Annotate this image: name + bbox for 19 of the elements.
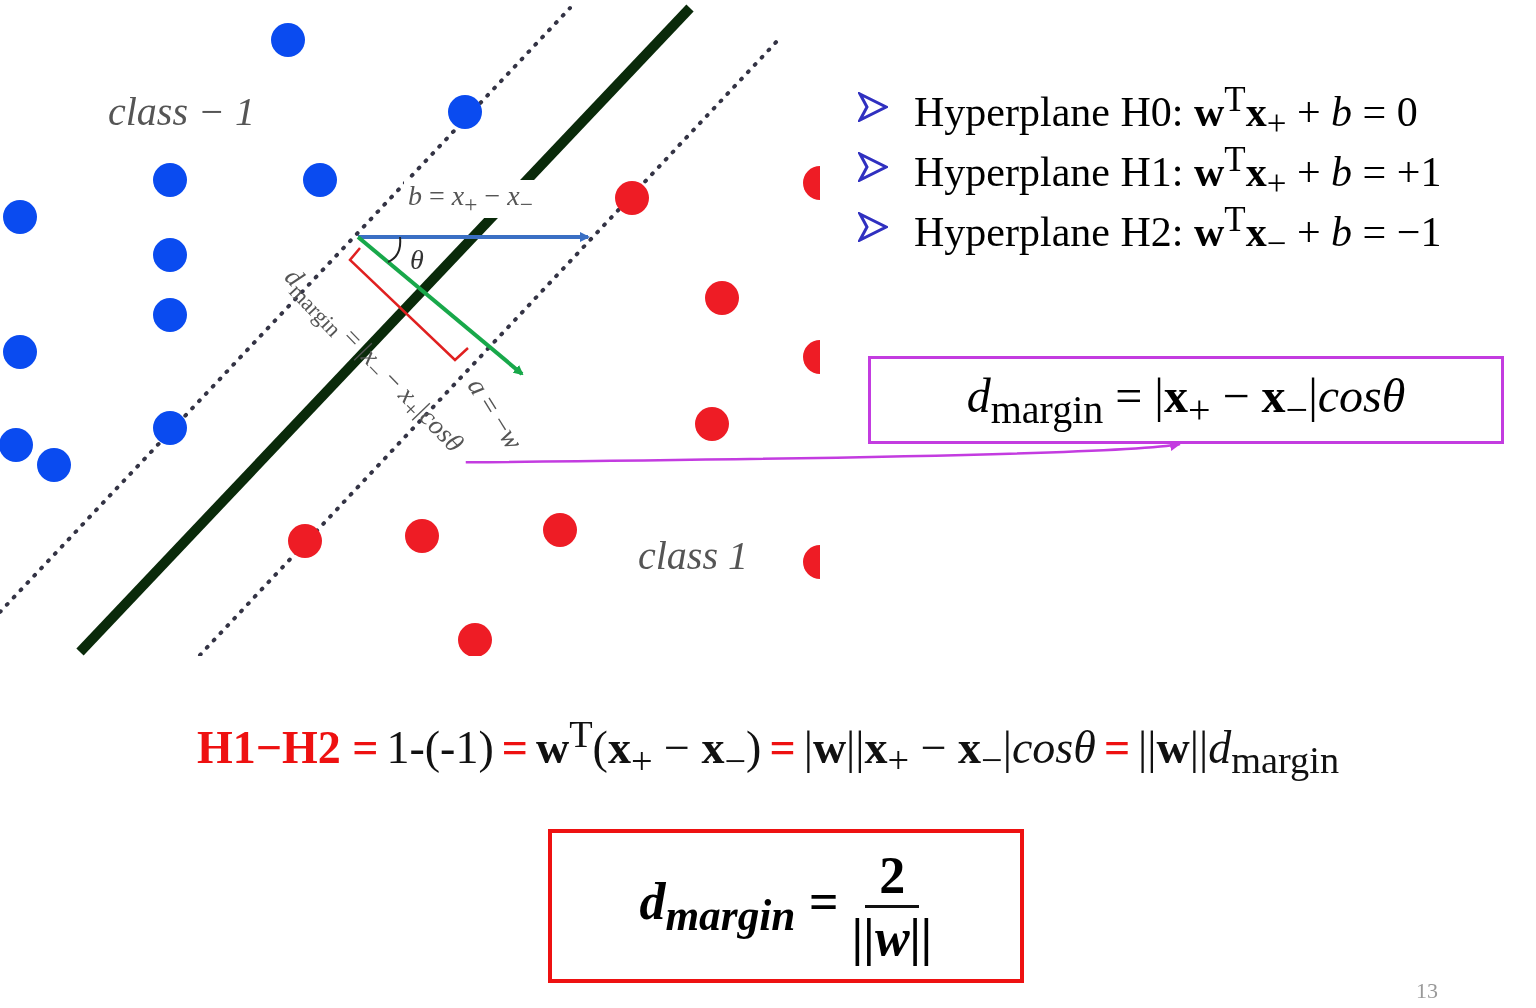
class-label: class 1 bbox=[638, 532, 748, 579]
class-label: class − 1 bbox=[108, 88, 255, 135]
equation-text: = bbox=[501, 721, 528, 775]
equation-text: = bbox=[769, 721, 796, 775]
equation-text: H1−H2 = bbox=[196, 721, 379, 775]
equation-text: = bbox=[1103, 721, 1131, 775]
formula-text: d$_{margin}$ = |x$_{+}$ − x$_{−}$|cosθ bbox=[966, 367, 1406, 433]
formula-box bbox=[868, 356, 1504, 444]
equation-text: |w||x$_{+}$ − x$_{−}$|cosθ bbox=[803, 721, 1096, 783]
vector-label: b = x$_{+}$ − x$_{−}$ bbox=[404, 180, 537, 218]
formula-text: d$_{margin}$ = bbox=[639, 871, 839, 941]
equation-text: ||w||d$_{margin}$ bbox=[1138, 721, 1340, 783]
result-box bbox=[548, 829, 1024, 983]
angle-label: θ bbox=[410, 244, 424, 276]
equation-text: w$^{T}$(x$_{+}$ − x$_{−}$) bbox=[535, 712, 762, 783]
page-number: 13 bbox=[1416, 978, 1438, 1004]
fraction-denominator: ||w|| bbox=[852, 907, 933, 967]
fraction-numerator: 2 bbox=[865, 845, 920, 908]
equation-text: 1-(-1) bbox=[386, 721, 494, 775]
